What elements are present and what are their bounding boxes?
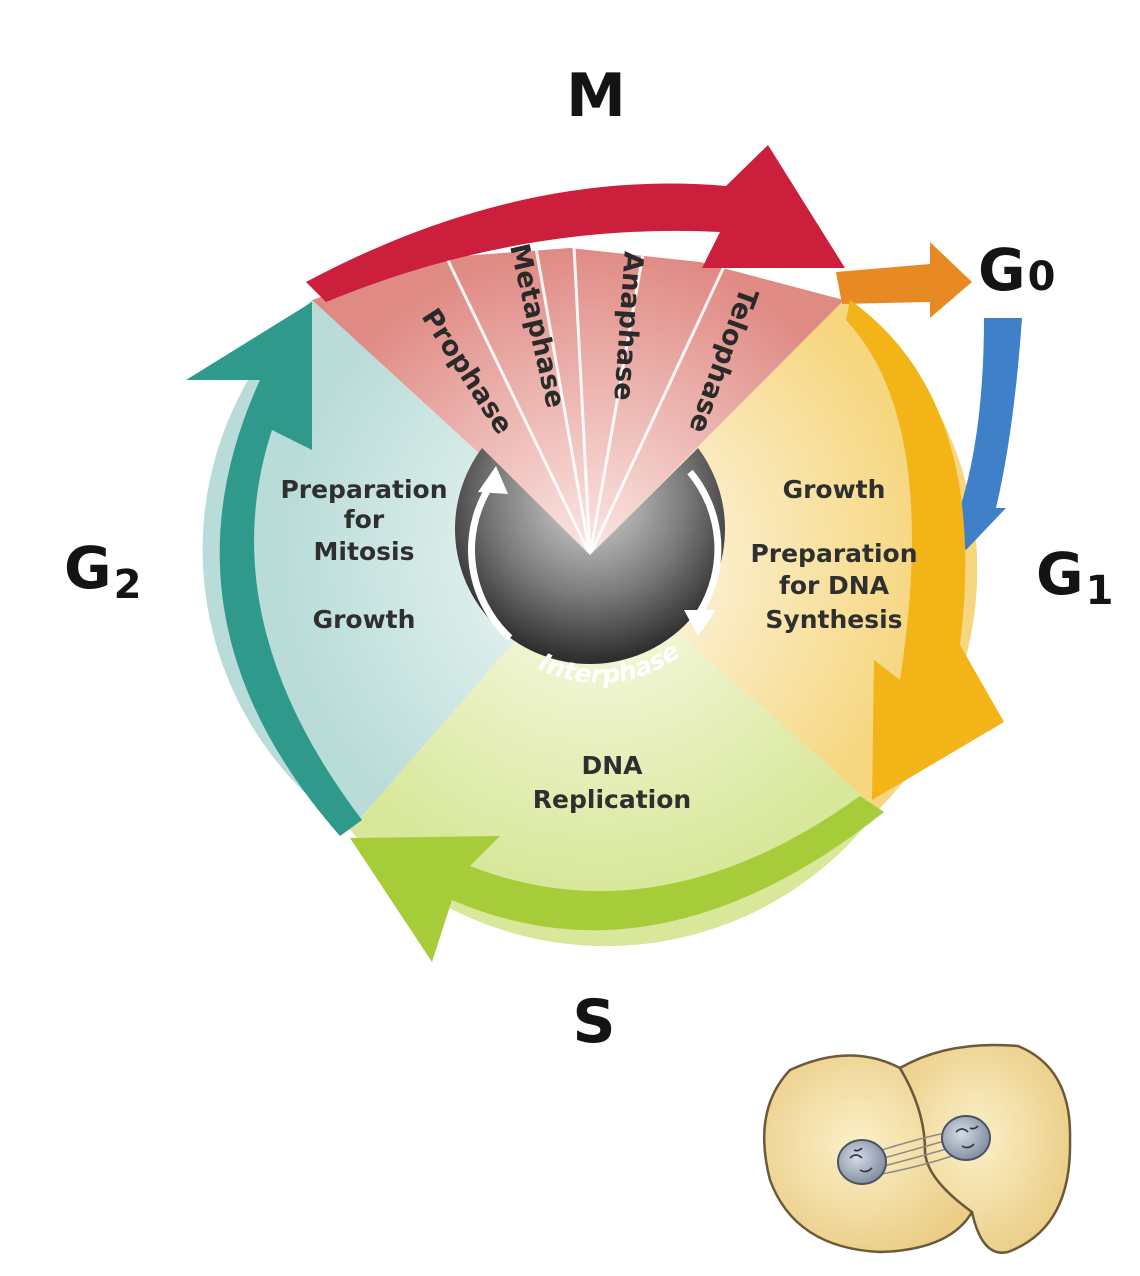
s-description: DNA Replication — [533, 751, 691, 814]
g1-desc-line1: Growth — [783, 475, 886, 504]
s-desc-line1: DNA — [581, 751, 643, 780]
g2-desc-line3: Mitosis — [314, 537, 415, 566]
g2-description: Preparation for Mitosis Growth — [280, 475, 447, 634]
s-arrow — [350, 796, 884, 962]
s-label: S — [572, 987, 615, 1057]
g0-return-arrow — [930, 318, 1022, 550]
m-sector — [312, 248, 844, 555]
g0-arrow — [836, 242, 972, 318]
interphase-left-arrowhead — [478, 466, 508, 494]
dividing-cell-illustration — [762, 1043, 1072, 1254]
g2-label-main: G — [64, 534, 112, 602]
g2-arrow — [186, 302, 362, 836]
interphase-right-arrowhead — [684, 610, 716, 636]
g1-label: G1 — [1036, 540, 1113, 614]
chromosomes — [849, 1125, 979, 1173]
g1-description: Growth Preparation for DNA Synthesis — [750, 475, 917, 634]
nucleus-left — [837, 1139, 887, 1185]
mitosis-dividers — [440, 207, 730, 556]
g2-label: G2 — [64, 534, 141, 608]
nucleus-right — [941, 1115, 991, 1161]
m-arrow — [306, 145, 845, 302]
interphase-right-arrow — [687, 469, 722, 614]
g1-desc-line3: for DNA — [779, 571, 890, 600]
interphase-left-arrow — [468, 477, 513, 641]
g1-label-main: G — [1036, 540, 1084, 608]
g2-label-sub: 2 — [114, 562, 142, 608]
g2-desc-line4: Growth — [313, 605, 416, 634]
s-desc-line2: Replication — [533, 785, 691, 814]
g1-desc-line4: Synthesis — [765, 605, 902, 634]
g2-desc-line1: Preparation — [280, 475, 447, 504]
m-label: M — [566, 61, 626, 131]
g0-label: G0 — [978, 236, 1055, 304]
g1-desc-line2: Preparation — [750, 539, 917, 568]
g0-label-sub: 0 — [1028, 254, 1056, 300]
g0-label-main: G — [978, 236, 1026, 304]
g1-arrow — [846, 300, 1004, 800]
g1-label-sub: 1 — [1086, 568, 1114, 614]
g2-desc-line2: for — [344, 505, 385, 534]
interphase-disc — [454, 448, 726, 664]
